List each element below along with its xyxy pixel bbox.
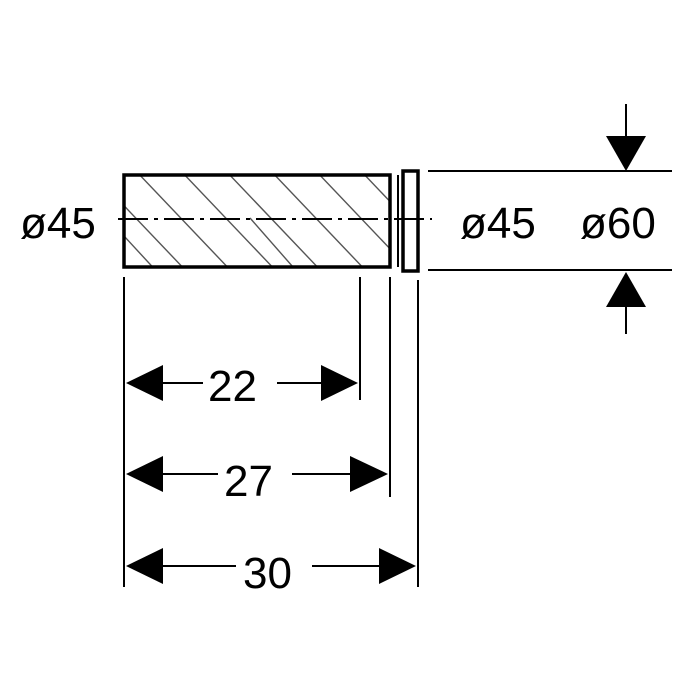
dimension-27: [126, 456, 388, 492]
right-outer-diameter-label: ø60: [580, 199, 656, 248]
left-diameter-label: ø45: [20, 199, 96, 248]
arrow-up-icon: [606, 272, 646, 307]
right-inner-diameter-label: ø45: [460, 199, 536, 248]
arrow-left-icon: [126, 365, 163, 401]
hatching: [124, 175, 390, 267]
arrow-right-icon: [321, 365, 358, 401]
dimension-27-label: 27: [224, 457, 273, 506]
arrow-left-icon: [126, 456, 163, 492]
pipe-body: [118, 169, 432, 273]
outer-diameter-dimension: [428, 104, 672, 334]
pipe-outline: [122, 173, 392, 269]
dimension-30-label: 30: [243, 549, 292, 598]
dimension-30: [126, 548, 416, 584]
extension-lines: [123, 277, 419, 587]
arrow-right-icon: [379, 548, 416, 584]
dimension-22-label: 22: [208, 362, 257, 411]
dimension-22: [126, 365, 358, 401]
pipe-flange: [401, 169, 420, 273]
arrow-left-icon: [126, 548, 163, 584]
arrow-down-icon: [606, 136, 646, 171]
arrow-right-icon: [350, 456, 388, 492]
